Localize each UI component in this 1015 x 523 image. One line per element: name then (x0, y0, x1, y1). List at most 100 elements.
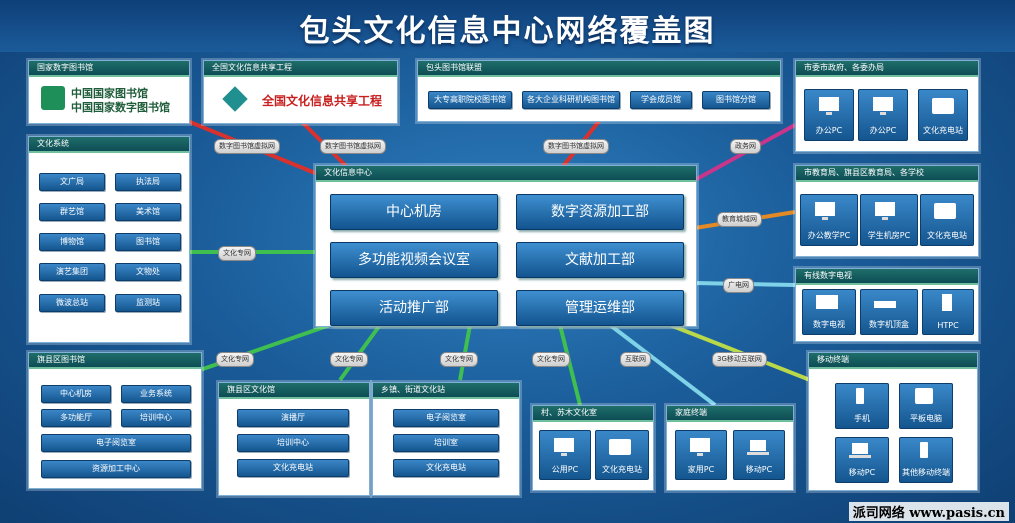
tag-gov-net: 政务网 (730, 139, 761, 154)
item-promotion[interactable]: 活动推广部 (330, 290, 498, 326)
line-village (558, 324, 582, 406)
item-digital-processing[interactable]: 数字资源加工部 (516, 194, 684, 230)
panel-family: 家庭终端 家用PC 移动PC (666, 405, 794, 491)
item-studio[interactable]: 演播厅 (237, 409, 349, 427)
line-family (608, 323, 717, 407)
device-laptop[interactable]: 移动PC (835, 437, 889, 483)
panel-cable-tv: 有线数字电视 数字电视 数字机顶盒 HTPC (795, 268, 979, 342)
panel-title: 旗县区文化馆 (219, 383, 369, 399)
item-monitor-station[interactable]: 监测站 (115, 294, 181, 312)
item-microwave-station[interactable]: 微波总站 (39, 294, 105, 312)
device-charging-station[interactable]: 文化充电站 (595, 430, 649, 480)
phone-icon (856, 388, 864, 404)
item-operations[interactable]: 管理运维部 (516, 290, 684, 326)
panel-city-gov: 市委市政府、各委办局 办公PC 办公PC 文化充电站 (795, 60, 979, 152)
panel-national-library: 国家数字图书馆 中国国家图书馆 中国国家数字图书馆 (28, 60, 190, 124)
screen-icon (934, 203, 956, 219)
item-e-reading[interactable]: 电子阅览室 (393, 409, 499, 427)
item-branch-library[interactable]: 图书馆分馆 (702, 91, 770, 109)
panel-title: 全国文化信息共享工程 (204, 61, 397, 77)
item-training-center[interactable]: 培训中心 (237, 434, 349, 452)
pc-icon (815, 202, 835, 220)
tag-vnet-3: 数字图书馆虚拟网 (543, 139, 609, 154)
panel-title: 市教育局、旗县区教育局、各学校 (796, 166, 978, 182)
item-relics-office[interactable]: 文物处 (115, 263, 181, 281)
laptop-icon (849, 443, 871, 458)
item-e-reading[interactable]: 电子阅览室 (41, 434, 191, 452)
device-phone[interactable]: 手机 (835, 383, 889, 429)
item-data-center[interactable]: 中心机房 (41, 385, 111, 403)
tag-vnet-2: 数字图书馆虚拟网 (320, 139, 386, 154)
item-member-library[interactable]: 学会成员馆 (630, 91, 692, 109)
phone-icon (920, 442, 928, 458)
page-title: 包头文化信息中心网络覆盖图 (299, 14, 716, 49)
screen-icon (609, 439, 631, 455)
panel-center: 文化信息中心 中心机房 数字资源加工部 多功能视频会议室 文献加工部 活动推广部… (315, 165, 697, 327)
item-charging-station[interactable]: 文化充电站 (237, 459, 349, 477)
pc-icon (873, 97, 893, 115)
pc-icon (690, 438, 710, 456)
item-data-center[interactable]: 中心机房 (330, 194, 498, 230)
logo-line2: 中国国家数字图书馆 (71, 101, 170, 114)
device-student-pc[interactable]: 学生机房PC (860, 194, 918, 246)
device-charging-station[interactable]: 文化充电站 (920, 194, 974, 246)
screen-icon (932, 98, 954, 114)
device-digital-tv[interactable]: 数字电视 (802, 289, 856, 335)
device-other-mobile[interactable]: 其他移动终端 (899, 437, 953, 483)
device-htpc[interactable]: HTPC (922, 289, 974, 335)
pc-icon (875, 202, 895, 220)
tag-edu-net: 教育城域网 (717, 212, 762, 227)
tv-icon (816, 295, 838, 309)
device-laptop[interactable]: 移动PC (733, 430, 785, 480)
tag-culture-net-1: 文化专网 (218, 246, 256, 261)
panel-township: 乡镇、街道文化站 电子阅览室 培训室 文化充电站 (372, 382, 520, 496)
laptop-icon (747, 440, 769, 455)
culture-share-logo-icon (222, 86, 248, 112)
panel-title: 有线数字电视 (796, 269, 978, 285)
device-office-pc-2[interactable]: 办公PC (858, 89, 908, 141)
panel-title: 移动终端 (809, 353, 977, 369)
panel-county-library: 旗县区图书馆 中心机房 业务系统 多功能厅 培训中心 电子阅览室 资源加工中心 (28, 352, 202, 489)
item-charging-station[interactable]: 文化充电站 (393, 459, 499, 477)
item-library[interactable]: 图书馆 (115, 233, 181, 251)
logo-text: 全国文化信息共享工程 (262, 94, 383, 108)
title-bar (0, 0, 1015, 52)
item-multi-hall[interactable]: 多功能厅 (41, 409, 111, 427)
item-resource-processing[interactable]: 资源加工中心 (41, 460, 191, 478)
item-training-center[interactable]: 培训中心 (121, 409, 191, 427)
item-training-room[interactable]: 培训室 (393, 434, 499, 452)
device-tablet[interactable]: 平板电脑 (899, 383, 953, 429)
item-performance-group[interactable]: 演艺集团 (39, 263, 105, 281)
pc-icon (819, 97, 839, 115)
tag-internet: 互联网 (620, 352, 651, 367)
panel-culture-system: 文化系统 文广局 执法局 群艺馆 美术馆 博物馆 图书馆 演艺集团 文物处 微波… (28, 136, 190, 343)
item-document-processing[interactable]: 文献加工部 (516, 242, 684, 278)
watermark: 派司网络 www.pasis.cn (848, 502, 1009, 521)
item-culture-bureau[interactable]: 文广局 (39, 173, 105, 191)
device-teaching-pc[interactable]: 办公教学PC (800, 194, 858, 246)
tag-culture-net-4: 文化专网 (440, 352, 478, 367)
item-museum[interactable]: 博物馆 (39, 233, 105, 251)
device-public-pc[interactable]: 公用PC (539, 430, 591, 480)
tag-culture-net-3: 文化专网 (330, 352, 368, 367)
set-top-box-icon (874, 301, 896, 308)
item-art-museum[interactable]: 美术馆 (115, 203, 181, 221)
item-video-conference[interactable]: 多功能视频会议室 (330, 242, 498, 278)
item-law-enforcement[interactable]: 执法局 (115, 173, 181, 191)
tablet-icon (915, 388, 933, 404)
device-set-top-box[interactable]: 数字机顶盒 (860, 289, 918, 335)
item-art-center[interactable]: 群艺馆 (39, 203, 105, 221)
panel-title: 包头图书馆联盟 (418, 61, 780, 77)
panel-title: 旗县区图书馆 (29, 353, 201, 369)
item-college-library[interactable]: 大专高职院校图书馆 (428, 91, 512, 109)
panel-title: 国家数字图书馆 (29, 61, 189, 77)
pc-icon (554, 438, 574, 456)
device-office-pc-1[interactable]: 办公PC (804, 89, 854, 141)
device-home-pc[interactable]: 家用PC (675, 430, 727, 480)
panel-culture-share: 全国文化信息共享工程 全国文化信息共享工程 (203, 60, 398, 124)
tag-3g-net: 3G移动互联网 (712, 352, 767, 367)
device-charging-station[interactable]: 文化充电站 (918, 89, 968, 141)
panel-title: 文化系统 (29, 137, 189, 153)
item-enterprise-library[interactable]: 各大企业科研机构图书馆 (522, 91, 620, 109)
item-business-system[interactable]: 业务系统 (121, 385, 191, 403)
